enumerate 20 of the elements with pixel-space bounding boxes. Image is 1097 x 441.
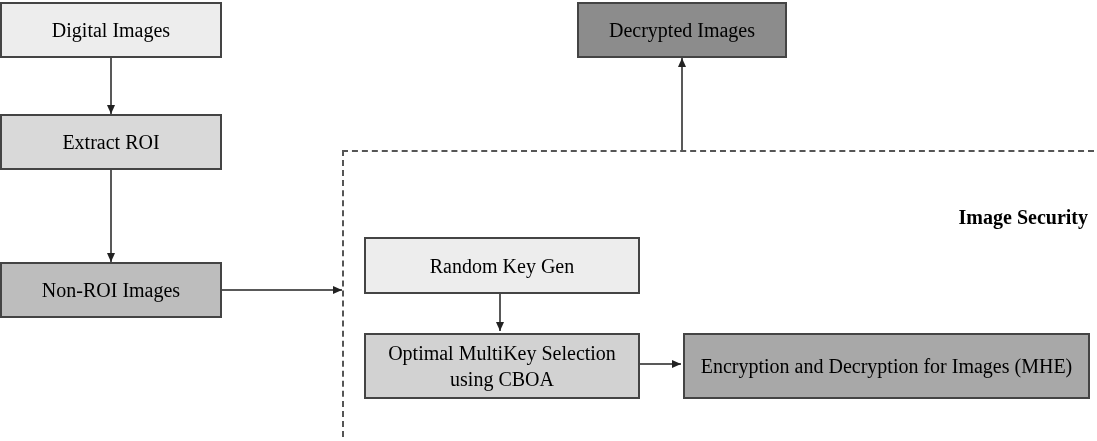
arrow — [221, 286, 343, 294]
arrow — [107, 169, 115, 263]
box-label: Non-ROI Images — [40, 278, 182, 303]
box-label: Encryption and Decryption for Images (MHE) — [699, 354, 1074, 379]
arrow — [678, 57, 686, 151]
process-box — [364, 333, 640, 399]
process-box — [683, 333, 1090, 399]
box-label: Decrypted Images — [607, 18, 756, 43]
dashed-group-frame — [342, 150, 1094, 437]
process-box — [0, 114, 222, 170]
process-box — [0, 262, 222, 318]
arrow — [107, 57, 115, 115]
box-label: Digital Images — [50, 18, 172, 43]
box-label: Optimal MultiKey Selection using CBOA — [387, 341, 617, 392]
process-box — [0, 2, 222, 58]
process-box — [577, 2, 787, 58]
process-box — [364, 237, 640, 294]
group-title: Image Security — [958, 205, 1088, 231]
box-label: Random Key Gen — [428, 253, 576, 279]
box-label: Extract ROI — [61, 130, 161, 155]
